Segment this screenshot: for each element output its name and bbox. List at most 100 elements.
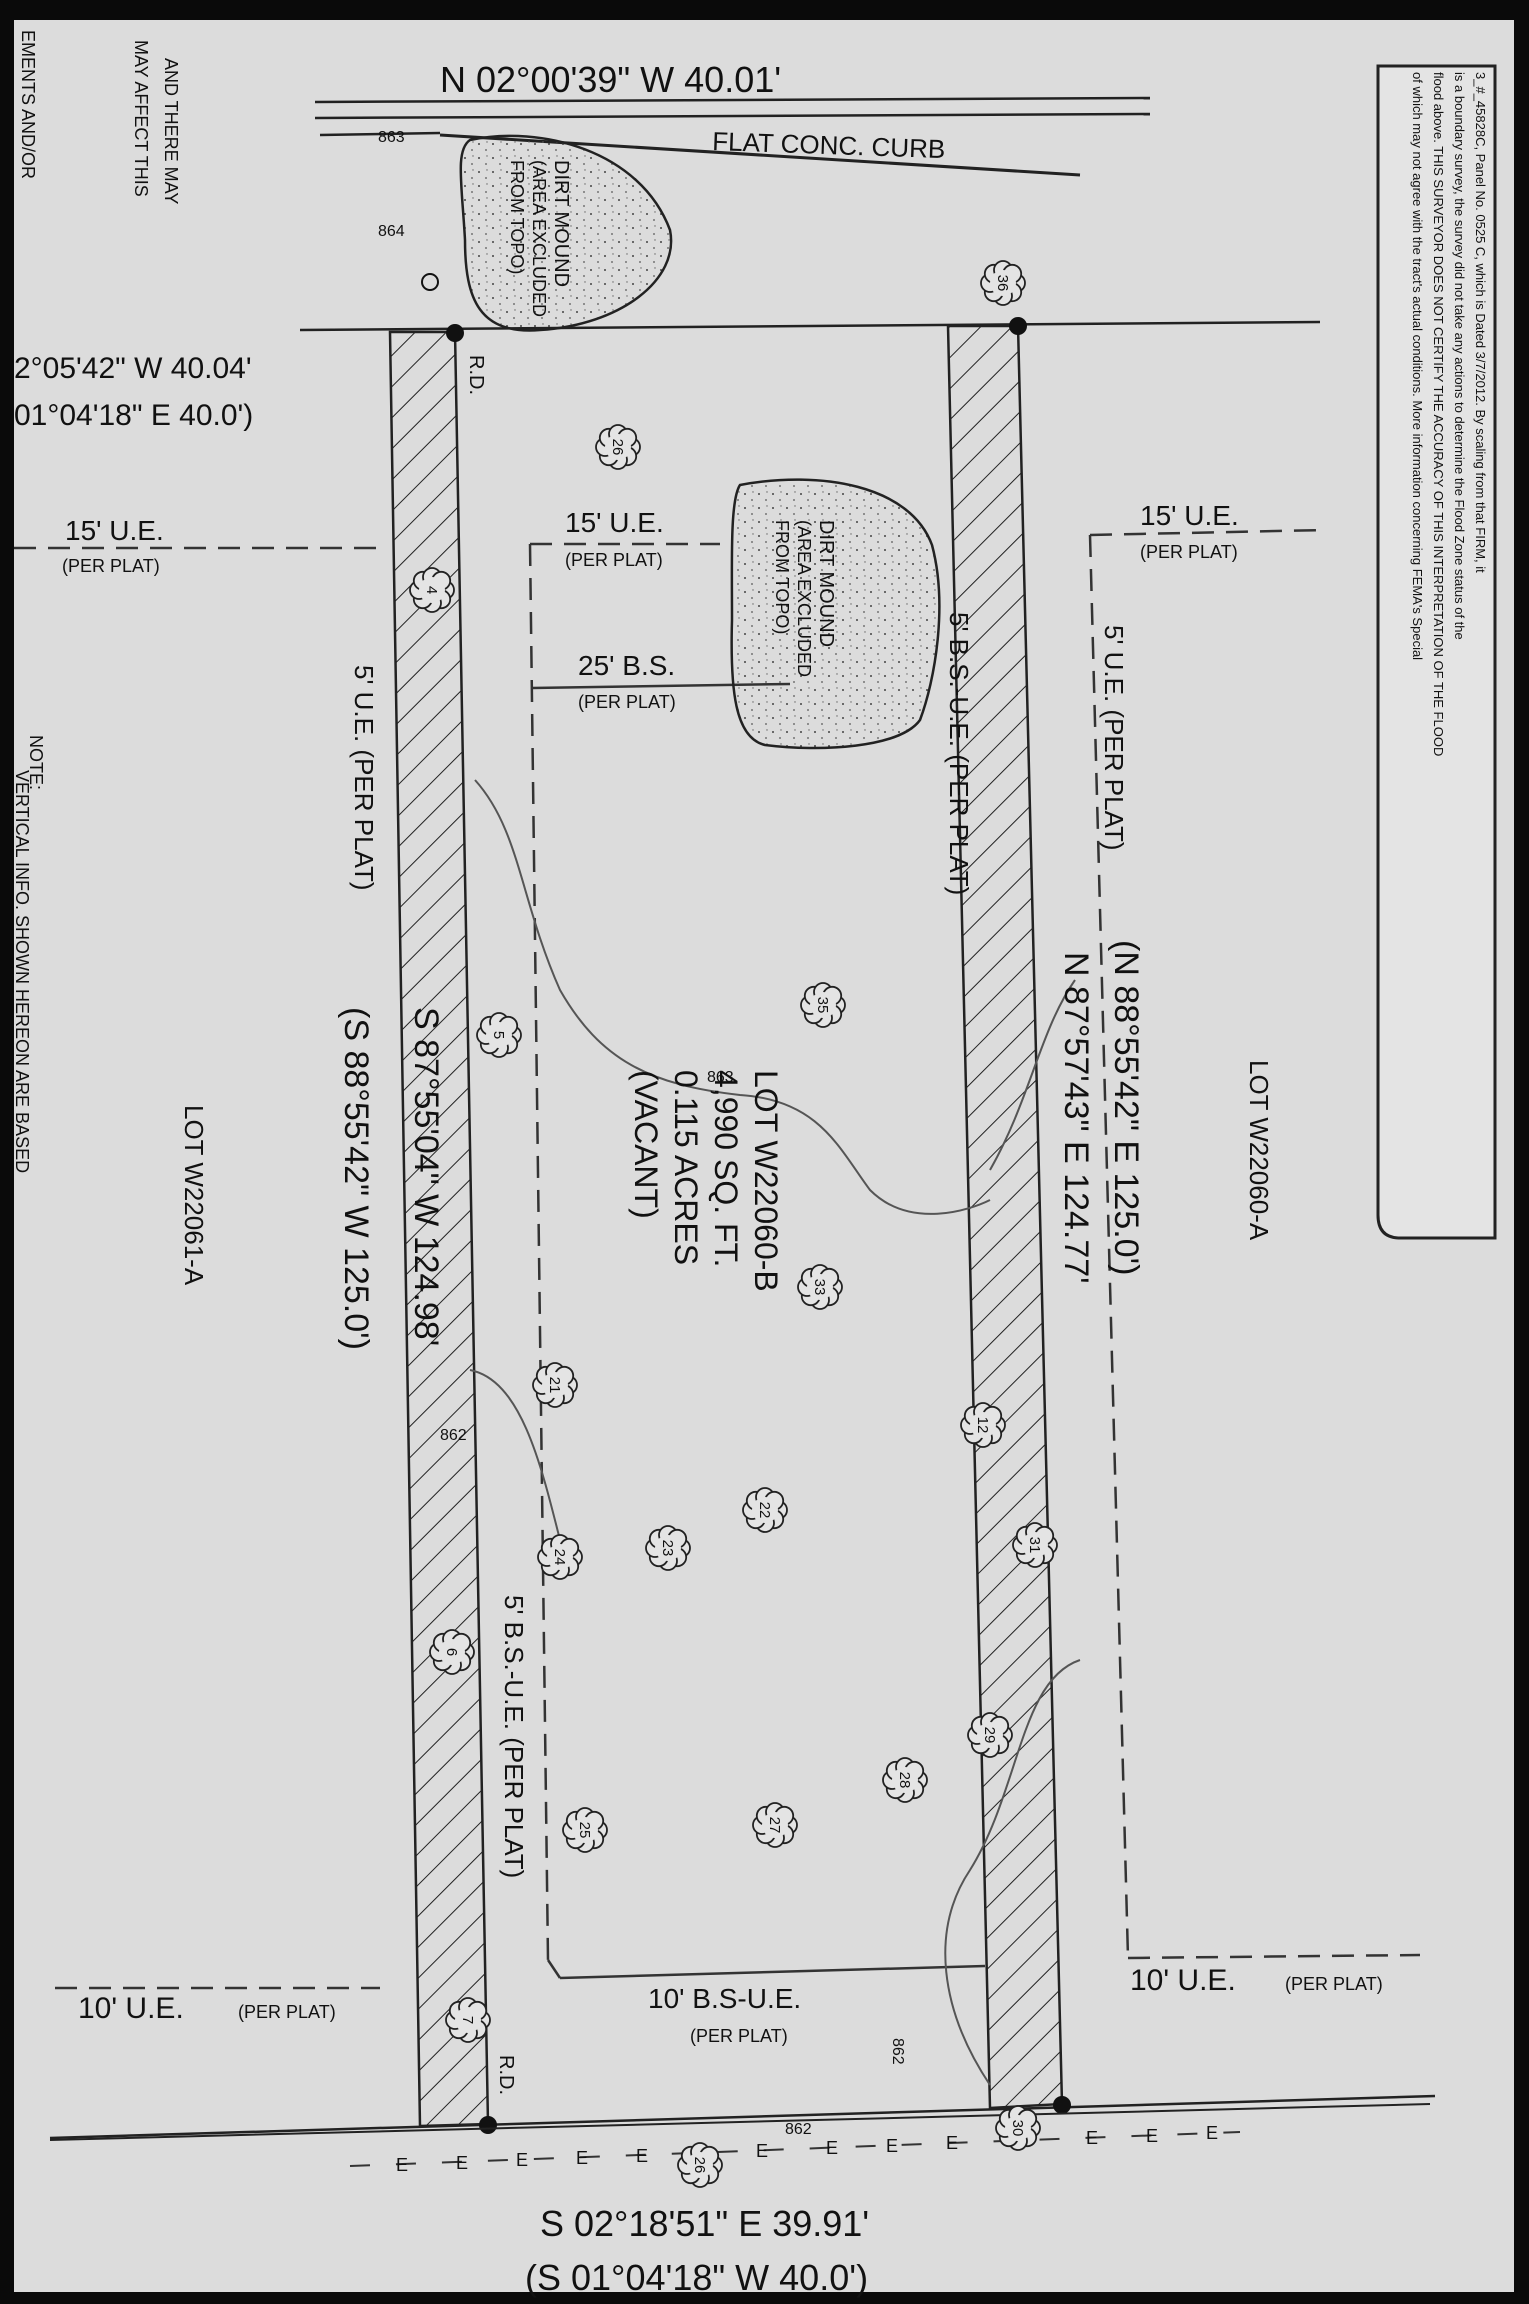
tree-label: 28 [896,1772,913,1789]
ue15-right: 15' U.E. [1140,500,1239,531]
easement-lines [14,528,1421,1990]
tree-label: 7 [459,2016,476,2024]
tree-label: 5 [490,1031,507,1039]
svg-text:E: E [1206,2123,1218,2143]
contour-863-mid: 863 [707,1069,734,1086]
svg-text:of which may not agree with th: of which may not agree with the tract's … [1410,72,1425,660]
tree-symbol: 23 [645,1525,691,1571]
tree-label: 26 [609,439,626,456]
tree-symbol: 29 [967,1712,1013,1758]
tree-label: 33 [811,1279,828,1296]
tree-symbol: 35 [800,982,846,1028]
electric-line-markers: E E E E E E E E E E E E [396,2123,1218,2175]
tree-label: 25 [576,1822,593,1839]
bsue10-perplat: (PER PLAT) [690,2026,788,2046]
svg-text:E: E [886,2136,898,2156]
svg-text:(AREA EXCLUDED: (AREA EXCLUDED [529,160,549,317]
svg-text:3_#_45828C, Panel No. 0525 C,: 3_#_45828C, Panel No. 0525 C, which is D… [1473,72,1488,573]
svg-text:flood above. THIS SURVEYOR DOE: flood above. THIS SURVEYOR DOES NOT CERT… [1431,72,1446,756]
tree-label: 21 [546,1377,563,1394]
flood-note-text: 3_#_45828C, Panel No. 0525 C, which is D… [1410,72,1488,756]
bearing-right-record: (N 88°55'42" E 125.0') [1107,940,1145,1275]
tree-label: 36 [994,275,1011,292]
dirt-mound-top [459,134,673,332]
bearing-left-b: 01°04'18" E 40.0') [14,399,253,432]
tree-symbol: 22 [742,1487,788,1533]
tree-label: 24 [551,1549,568,1566]
tree-symbol: 12 [960,1402,1006,1448]
electric-line [349,2131,1241,2167]
ue10-left: 10' U.E. [78,1992,184,2025]
ue15-mid: 15' U.E. [565,507,664,538]
svg-text:LOT W22060-B: LOT W22060-B [748,1070,784,1292]
contour-863-top: 863 [378,129,405,146]
tree-symbol: 36 [980,260,1026,306]
bsue10-label: 10' B.S-U.E. [648,1983,801,2014]
svg-text:E: E [576,2148,588,2168]
ue15-left: 15' U.E. [65,515,164,546]
ue5-left-label: 5' U.E. (PER PLAT) [349,665,379,891]
svg-text:(AREA EXCLUDED: (AREA EXCLUDED [794,520,814,677]
edge-text-2: MAY AFFECT THIS [131,40,151,197]
svg-text:E: E [1086,2128,1098,2148]
bearing-left-measured: S 87°55'04" W 124.98' [407,1007,445,1346]
tree-symbol: 31 [1012,1522,1058,1568]
bs25-perplat: (PER PLAT) [578,692,676,712]
contour-862-bottom: 862 [889,2038,906,2065]
ue10-left-perplat: (PER PLAT) [238,2002,336,2022]
svg-text:E: E [516,2150,528,2170]
ue10-right-perplat: (PER PLAT) [1285,1974,1383,1994]
edge-text-4: VERTICAL INFO. SHOWN HEREON ARE BASED [12,770,32,1173]
bearing-top: N 02°00'39" W 40.01' [440,59,781,100]
tree-label: 4 [423,586,440,594]
tree-label: 35 [814,997,831,1014]
dirt-mound-middle [730,478,941,750]
svg-text:(VACANT): (VACANT) [628,1070,664,1219]
tree-label: 27 [766,1817,783,1834]
survey-sheet [14,20,1514,2292]
bearing-bottom-measured: S 02°18'51" E 39.91' [540,2203,869,2244]
svg-text:E: E [636,2146,648,2166]
tree-label: 29 [981,1727,998,1744]
tree-symbol: 33 [797,1264,843,1310]
bearing-left-a: 2°05'42" W 40.04' [14,352,252,385]
svg-text:DIRT MOUND: DIRT MOUND [550,160,572,287]
tree-label: 22 [756,1502,773,1519]
lot-main-label: LOT W22060-B 4,990 SQ. FT. 0.115 ACRES (… [628,1070,784,1292]
ue15-mid-perplat: (PER PLAT) [565,550,663,570]
svg-text:4,990 SQ. FT.: 4,990 SQ. FT. [708,1070,744,1267]
ue5-right-label: 5' U.E. (PER PLAT) [1099,625,1129,851]
lot-lines [49,320,1436,2140]
svg-text:E: E [1146,2126,1158,2146]
dirt-mound-middle-label: DIRT MOUND (AREA EXCLUDED FROM TOPO) [772,520,837,677]
lot-c-label: LOT W22061-A [179,1105,209,1286]
flood-note-box [1376,64,1497,1240]
trees-layer: 36 26 4 35 5 33 21 22 23 24 6 12 31 29 28 27 25 7 26 30 [409,260,1058,2188]
tree-label: 30 [1009,2120,1026,2137]
svg-text:E: E [826,2138,838,2158]
tree-symbol: 7 [445,1997,491,2043]
svg-text:E: E [396,2155,408,2175]
rd-top: R.D. [465,355,487,395]
tree-symbol: 4 [409,567,455,613]
tree-label: 6 [443,1648,460,1656]
bsue5-right-label: 5' B.S.-U.E. (PER PLAT) [944,612,974,895]
tree-symbol: 26 [677,2142,723,2188]
tree-label: 23 [659,1540,676,1557]
svg-text:E: E [946,2133,958,2153]
svg-text:is a boundary survey, the surv: is a boundary survey, the survey did not… [1452,72,1467,640]
ue15-left-perplat: (PER PLAT) [62,556,160,576]
ue15-right-perplat: (PER PLAT) [1140,542,1238,562]
tree-symbol: 21 [532,1362,578,1408]
tree-symbol: 25 [562,1807,608,1853]
bearing-bottom-record: (S 01°04'18" W 40.0') [525,2257,868,2298]
note-label: NOTE: [26,735,46,790]
bottom-road-line [49,2103,1431,2141]
bs25-label: 25' B.S. [578,650,675,681]
lot-a-label: LOT W22060-A [1244,1060,1274,1241]
svg-text:FROM TOPO): FROM TOPO) [507,160,527,274]
dirt-mound-top-label: DIRT MOUND (AREA EXCLUDED FROM TOPO) [507,160,572,317]
svg-text:E: E [756,2141,768,2161]
svg-text:0.115 ACRES: 0.115 ACRES [668,1070,704,1265]
tree-symbol: 6 [429,1629,475,1675]
